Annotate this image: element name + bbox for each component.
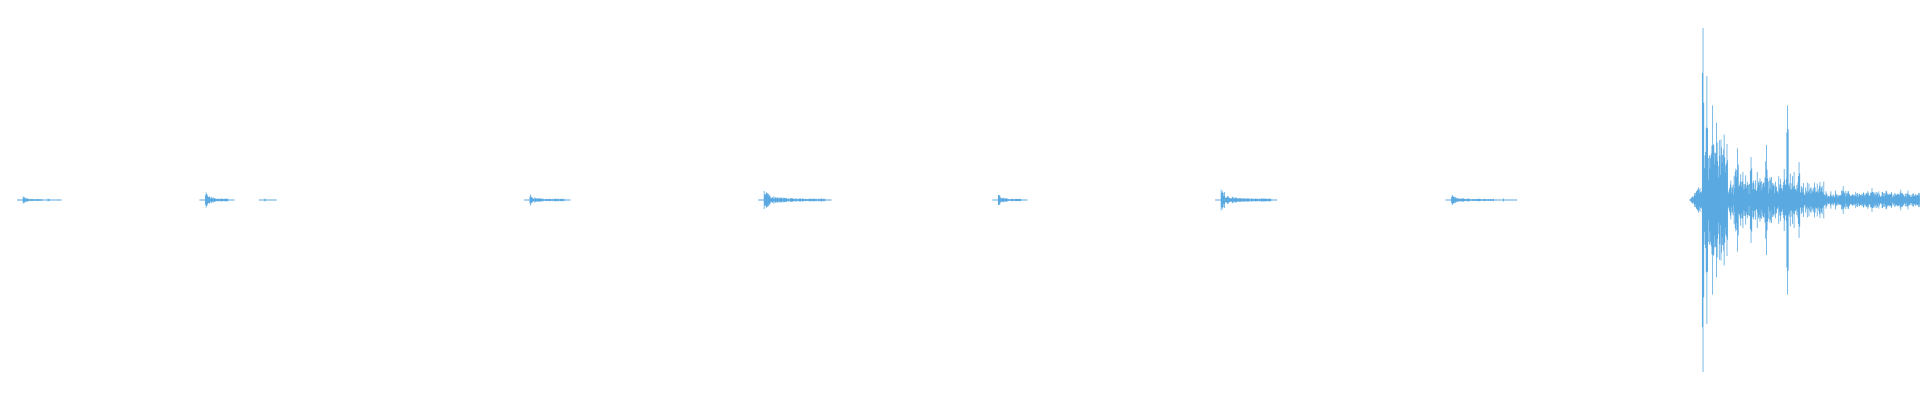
waveform-samples (17, 28, 1920, 372)
waveform-path (22, 28, 1920, 372)
